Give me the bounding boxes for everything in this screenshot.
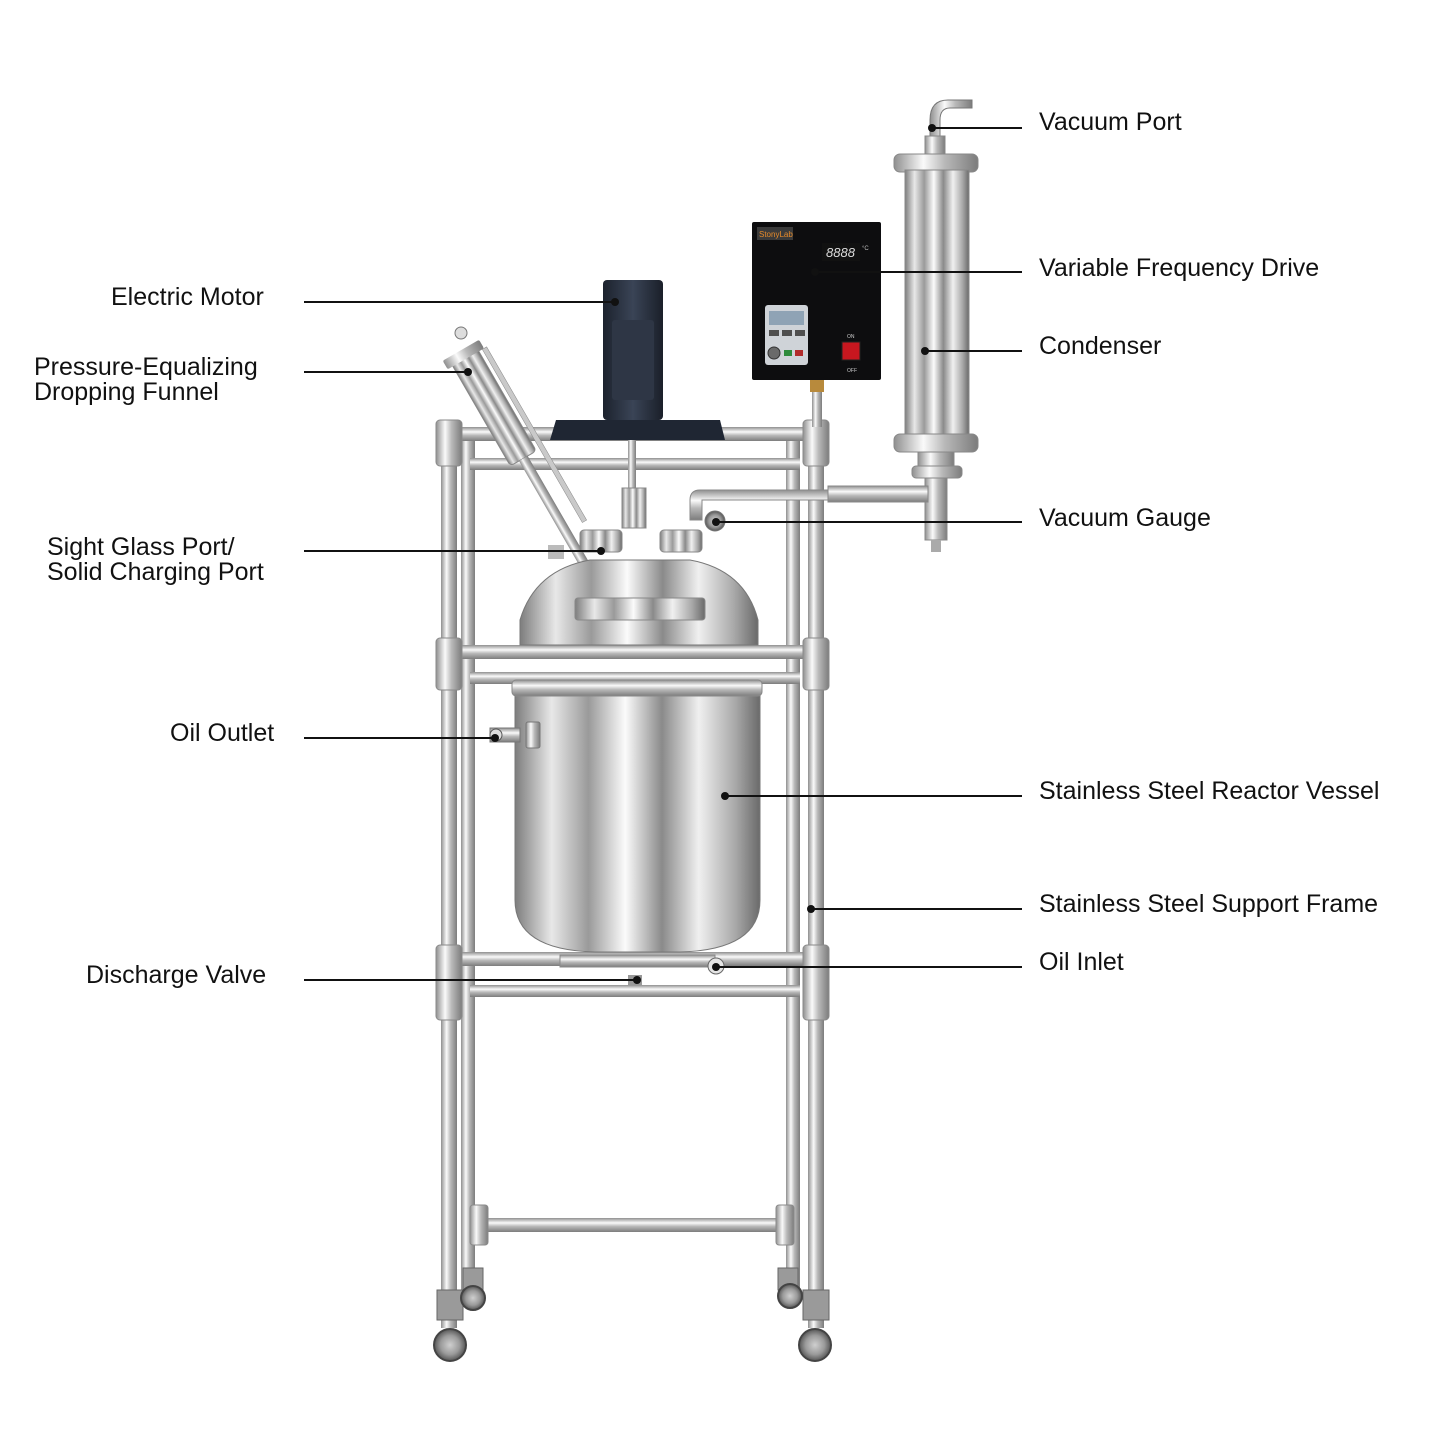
dropping-funnel <box>443 326 593 574</box>
switch-on-label: ON <box>847 334 855 340</box>
label-discharge-valve: Discharge Valve <box>86 961 267 989</box>
label-reactor-vessel: Stainless Steel Reactor Vessel <box>1039 777 1380 805</box>
label-sight-glass-line1: Sight Glass Port/ <box>47 533 235 561</box>
label-dropping-funnel-line2: Dropping Funnel <box>34 378 219 406</box>
label-vacuum-gauge: Vacuum Gauge <box>1039 504 1211 532</box>
caster-wheels <box>433 1267 832 1362</box>
label-variable-frequency-drive: Variable Frequency Drive <box>1039 254 1320 282</box>
label-dropping-funnel-line1: Pressure-Equalizing <box>34 353 258 381</box>
display-readout: 8888 <box>826 245 856 260</box>
label-oil-outlet: Oil Outlet <box>170 719 275 747</box>
label-condenser: Condenser <box>1039 332 1162 360</box>
label-oil-inlet: Oil Inlet <box>1039 948 1124 976</box>
label-support-frame: Stainless Steel Support Frame <box>1039 890 1379 918</box>
variable-frequency-drive: StonyLab 8888 °C ON OFF <box>752 222 881 427</box>
brand-logo: StonyLab <box>759 230 793 239</box>
reactor-vessel <box>489 559 763 985</box>
condenser <box>827 99 979 552</box>
display-unit: °C <box>862 246 869 252</box>
leader-lines <box>304 124 1022 984</box>
label-electric-motor: Electric Motor <box>111 283 264 311</box>
switch-off-label: OFF <box>847 368 857 374</box>
label-vacuum-port: Vacuum Port <box>1039 108 1182 136</box>
electric-motor <box>550 280 725 490</box>
label-sight-glass-line2: Solid Charging Port <box>47 558 264 586</box>
